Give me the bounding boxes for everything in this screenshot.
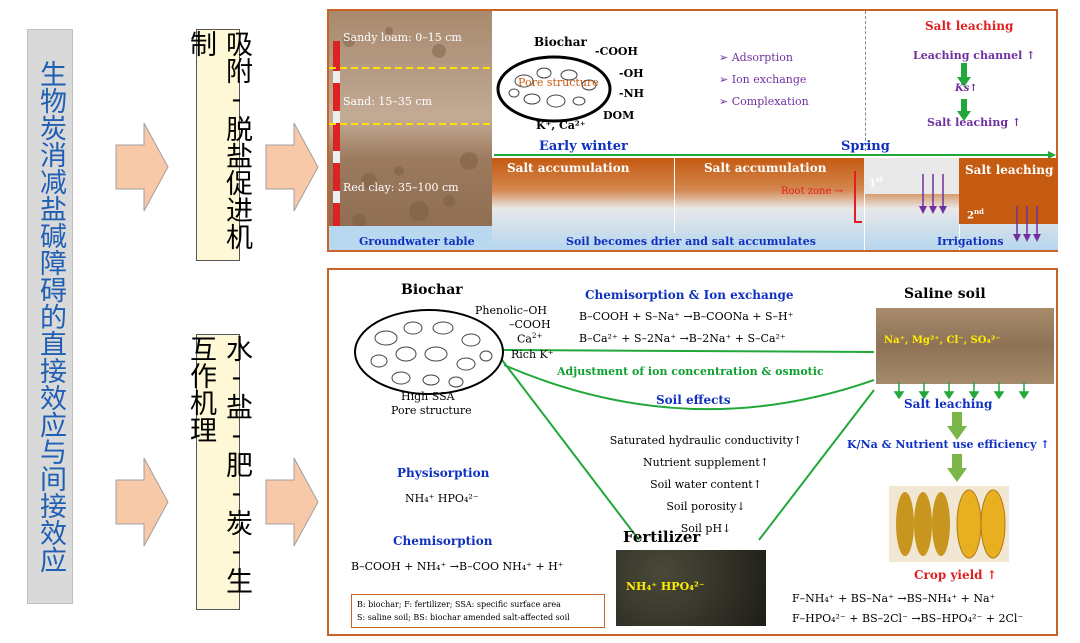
biochar-particle-icon bbox=[354, 309, 504, 395]
functional-group: -OH bbox=[619, 67, 644, 80]
drier-label: Soil becomes drier and salt accumulates bbox=[566, 235, 816, 248]
root-zone-label: Root zone → bbox=[781, 186, 843, 197]
crop-photo bbox=[889, 486, 1009, 562]
mechanism-item: ➢ Complexation bbox=[719, 95, 809, 108]
cooh-label: –COOH bbox=[509, 318, 551, 331]
functional-group: -COOH bbox=[595, 45, 638, 58]
salt-accumulation-label: Salt accumulation bbox=[507, 161, 630, 175]
connection-lines bbox=[498, 349, 875, 541]
fertilizer-ions-label: NH₄⁺ HPO₄²⁻ bbox=[626, 580, 705, 593]
left-title: 生物炭消减盐碱障碍的直接效应与间接效应 bbox=[27, 29, 73, 604]
equation: F–NH₄⁺ + BS–Na⁺ →BS–NH₄⁺ + Na⁺ bbox=[792, 592, 996, 605]
physisorption-title: Physisorption bbox=[397, 466, 490, 480]
ca-label: Ca2+ bbox=[517, 332, 543, 346]
pore-structure-label: Pore structure bbox=[518, 76, 599, 89]
salt-accumulation-label: Salt accumulation bbox=[704, 161, 827, 175]
down-arrow-icon bbox=[947, 412, 967, 440]
fertilizer-title: Fertilizer bbox=[623, 528, 701, 546]
mechanism-box-top: 吸附-脱盐促进机制 bbox=[185, 29, 252, 261]
effect-item: Soil water content↑ bbox=[650, 478, 762, 491]
mechanism-box-bottom: 水-盐-肥-炭-生互作机理 bbox=[185, 334, 252, 610]
right-arrow-icon bbox=[265, 457, 319, 547]
salt-leaching-title: Salt leaching bbox=[925, 19, 1014, 33]
strata-divider bbox=[674, 158, 675, 233]
legend-line: S: saline soil; BS: biochar amended salt… bbox=[357, 613, 570, 622]
kna-efficiency-label: K/Na & Nutrient use efficiency ↑ bbox=[847, 438, 1050, 451]
equation: B–COOH + NH₄⁺ →B–COO NH₄⁺ + H⁺ bbox=[351, 560, 564, 573]
soil-layer-label: Sandy loam: 0–15 cm bbox=[343, 31, 462, 44]
irrigation-2nd: 2nd bbox=[967, 207, 984, 222]
bottom-panel: Biochar Phenolic–OH –COOH Ca2+ Rich K⁺ H… bbox=[327, 268, 1058, 636]
season-spring: Spring bbox=[841, 139, 890, 154]
rich-k-label: Rich K⁺ bbox=[511, 348, 554, 361]
effect-item: Nutrient supplement↑ bbox=[643, 456, 769, 469]
equation: F–HPO₄²⁻ + BS–2Cl⁻ →BS–HPO₄²⁻ + 2Cl⁻ bbox=[792, 612, 1024, 625]
crop-yield-label: Crop yield ↑ bbox=[914, 568, 997, 582]
chemisorption-title: Chemisorption bbox=[393, 534, 493, 548]
leaching-channel-label: Leaching channel ↑ bbox=[913, 49, 1036, 62]
physisorption-ions: NH₄⁺ HPO₄²⁻ bbox=[405, 492, 479, 505]
legend-line: B: biochar; F: fertilizer; SSA: specific… bbox=[357, 600, 561, 609]
salt-leaching-label: Salt leaching bbox=[904, 397, 993, 411]
crop-icon bbox=[889, 486, 1009, 562]
right-arrow-icon bbox=[115, 122, 169, 212]
irrigations-label: Irrigations bbox=[937, 235, 1004, 248]
right-arrow-icon bbox=[115, 457, 169, 547]
effect-item: Soil pH↓ bbox=[680, 522, 732, 535]
root-zone-bracket bbox=[854, 171, 862, 223]
equation: B–Ca²⁺ + S–2Na⁺ →B–2Na⁺ + S–Ca²⁺ bbox=[579, 332, 786, 345]
effect-item: Saturated hydraulic conductivity↑ bbox=[609, 434, 803, 447]
soil-effects-label: Soil effects bbox=[656, 393, 731, 407]
irrigation-arrows-icon bbox=[1013, 206, 1041, 242]
legend-box: B: biochar; F: fertilizer; SSA: specific… bbox=[351, 594, 605, 628]
timeline-arrow bbox=[494, 151, 1056, 159]
top-panel: Sandy loam: 0–15 cm Sand: 15–35 cm Red c… bbox=[327, 9, 1058, 252]
biochar-label: Biochar bbox=[534, 35, 587, 49]
salt-leaching-up-label: Salt leaching ↑ bbox=[927, 116, 1022, 129]
equation: B–COOH + S–Na⁺ →B–COONa + S–H⁺ bbox=[579, 310, 794, 323]
soil-layer-label: Sand: 15–35 cm bbox=[343, 95, 433, 108]
saline-soil-photo: Na⁺, Mg²⁺, Cl⁻, SO₄²⁻ bbox=[876, 308, 1054, 384]
effect-item: Soil porosity↓ bbox=[666, 500, 746, 513]
salt-zone bbox=[959, 194, 1058, 224]
divider bbox=[865, 11, 866, 151]
season-early-winter: Early winter bbox=[539, 139, 628, 154]
soil-profile-photo: Sandy loam: 0–15 cm Sand: 15–35 cm Red c… bbox=[329, 11, 492, 250]
biochar-title: Biochar bbox=[401, 282, 463, 298]
pore-structure-label: Pore structure bbox=[391, 404, 472, 417]
saline-soil-title: Saline soil bbox=[904, 286, 986, 302]
salt-zone bbox=[959, 158, 1058, 194]
biochar-particle-icon bbox=[496, 55, 612, 123]
down-arrow-icon bbox=[947, 454, 967, 482]
functional-group: -NH bbox=[619, 87, 645, 100]
mechanism-item: ➢ Adsorption bbox=[719, 51, 793, 64]
fertilizer-photo: NH₄⁺ HPO₄²⁻ bbox=[616, 550, 766, 626]
right-arrow-icon bbox=[265, 122, 319, 212]
irrigation-arrows-icon bbox=[919, 174, 947, 214]
soil-effects-list: Saturated hydraulic conductivity↑ Nutrie… bbox=[591, 430, 821, 540]
soil-layer-label: Red clay: 35–100 cm bbox=[343, 181, 459, 194]
salt-leaching-label: Salt leaching bbox=[965, 163, 1054, 177]
high-ssa-label: High SSA bbox=[401, 390, 455, 403]
chem-ion-exchange-title: Chemisorption & Ion exchange bbox=[585, 288, 794, 302]
ions-label: K⁺, Ca²⁺ bbox=[536, 119, 586, 132]
strata-divider bbox=[864, 158, 865, 250]
mechanism-item: ➢ Ion exchange bbox=[719, 73, 807, 86]
saline-ions-label: Na⁺, Mg²⁺, Cl⁻, SO₄²⁻ bbox=[884, 335, 1001, 346]
phenolic-label: Phenolic–OH bbox=[475, 304, 548, 317]
down-arrow-icon bbox=[957, 63, 971, 121]
leaching-arrows-icon bbox=[893, 382, 1030, 400]
functional-group: DOM bbox=[603, 109, 635, 122]
ks-label: Ks↑ bbox=[955, 83, 978, 94]
adjustment-label: Adjustment of ion concentration & osmoti… bbox=[557, 365, 824, 378]
irrigation-1st: 1st bbox=[869, 175, 884, 190]
groundwater-label: Groundwater table bbox=[359, 235, 475, 248]
